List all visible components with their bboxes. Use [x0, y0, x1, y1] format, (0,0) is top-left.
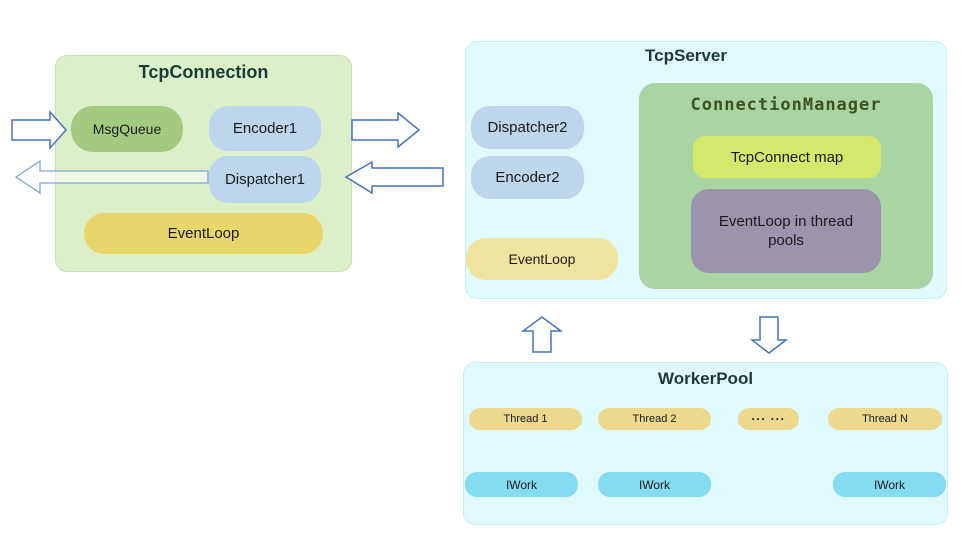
- worker-pool-title: WorkerPool: [657, 369, 754, 388]
- dispatcher2-node: Dispatcher2: [471, 106, 584, 149]
- msgqueue-node: MsgQueue: [71, 106, 183, 152]
- connection-manager-box: ConnectionManager TcpConnect map EventLo…: [639, 83, 933, 289]
- encoder1-node: Encoder1: [209, 106, 321, 151]
- iwork-node-3: IWork: [833, 472, 946, 497]
- arrow-outbound-right-icon: [351, 111, 421, 149]
- tcp-connection-eventloop-node: EventLoop: [84, 213, 323, 254]
- encoder2-node: Encoder2: [471, 156, 584, 199]
- connection-manager-title: ConnectionManager: [690, 95, 882, 115]
- worker-pool-box: WorkerPool Thread 1 Thread 2 ··· ··· Thr…: [463, 362, 948, 525]
- dispatcher1-node: Dispatcher1: [209, 156, 321, 203]
- iwork-node-1: IWork: [465, 472, 578, 497]
- tcpconnect-map-node: TcpConnect map: [693, 136, 881, 178]
- tcp-connection-box: TcpConnection MsgQueue Encoder1 Dispatch…: [55, 55, 352, 272]
- thread-1-node: Thread 1: [469, 408, 582, 430]
- thread-ellipsis-node: ··· ···: [738, 408, 799, 430]
- tcp-server-box: TcpServer Dispatcher2 Encoder2 EventLoop…: [465, 41, 947, 299]
- arrow-inbound-right-icon: [344, 160, 444, 195]
- tcp-server-eventloop-node: EventLoop: [466, 238, 618, 280]
- iwork-node-2: IWork: [598, 472, 711, 497]
- eventloop-thread-pools-node: EventLoop in thread pools: [691, 189, 881, 273]
- arrow-tcpserver-to-workerpool-icon: [749, 316, 789, 354]
- thread-n-node: Thread N: [828, 408, 942, 430]
- thread-2-node: Thread 2: [598, 408, 711, 430]
- tcp-connection-title: TcpConnection: [138, 62, 269, 82]
- tcp-server-title: TcpServer: [645, 46, 727, 65]
- arrow-workerpool-to-tcpserver-icon: [520, 316, 564, 353]
